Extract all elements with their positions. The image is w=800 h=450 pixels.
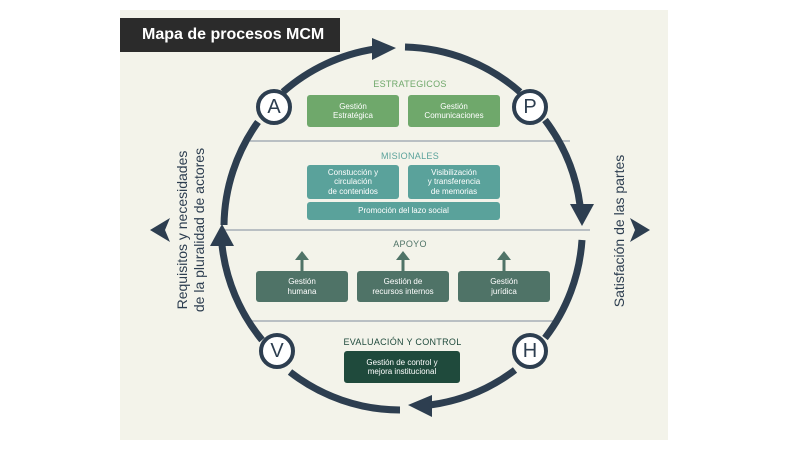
cycle-arrow-icon bbox=[372, 38, 396, 60]
cycle-ring bbox=[218, 43, 586, 414]
box-gestion-comunicaciones: Gestión Comunicaciones bbox=[408, 95, 500, 127]
section-label-estrategicos: ESTRATEGICOS bbox=[373, 79, 447, 89]
box-gestion-estrategica: Gestión Estratégica bbox=[307, 95, 399, 127]
cycle-letter-h: H bbox=[512, 333, 548, 369]
right-side-text: Satisfación de las partes bbox=[611, 154, 627, 308]
left-side-text: Requisitos y necesidades de la pluralida… bbox=[174, 147, 207, 313]
box-promocion-lazo-social: Promoción del lazo social bbox=[307, 202, 500, 220]
arrow-up-icon bbox=[497, 251, 511, 272]
chevron-left-icon bbox=[150, 218, 170, 242]
cycle-letter-a: A bbox=[256, 89, 292, 125]
box-gestion-humana: Gestión humana bbox=[256, 271, 348, 302]
cycle-arrow-icon bbox=[570, 204, 594, 226]
section-label-apoyo: APOYO bbox=[393, 239, 427, 249]
page-title: Mapa de procesos MCM bbox=[120, 18, 340, 52]
cycle-arrow-icon bbox=[210, 224, 234, 246]
arrow-up-icon bbox=[295, 251, 309, 272]
cycle-letter-v: V bbox=[259, 333, 295, 369]
cycle-arrow-icon bbox=[408, 395, 432, 417]
box-visibilizacion-memorias: Visibilización y transferencia de memori… bbox=[408, 165, 500, 199]
box-gestion-recursos-internos: Gestión de recursos internos bbox=[357, 271, 449, 302]
cycle-letter-p: P bbox=[512, 89, 548, 125]
box-gestion-juridica: Gestión jurídica bbox=[458, 271, 550, 302]
arrow-up-icon bbox=[396, 251, 410, 272]
section-label-evaluacion: EVALUACIÓN Y CONTROL bbox=[343, 337, 462, 347]
box-construccion-contenidos: Constucción y circulación de contenidos bbox=[307, 165, 399, 199]
chevron-right-icon bbox=[630, 218, 650, 242]
section-label-misionales: MISIONALES bbox=[380, 151, 439, 161]
box-gestion-control: Gestión de control y mejora instituciona… bbox=[344, 351, 460, 383]
